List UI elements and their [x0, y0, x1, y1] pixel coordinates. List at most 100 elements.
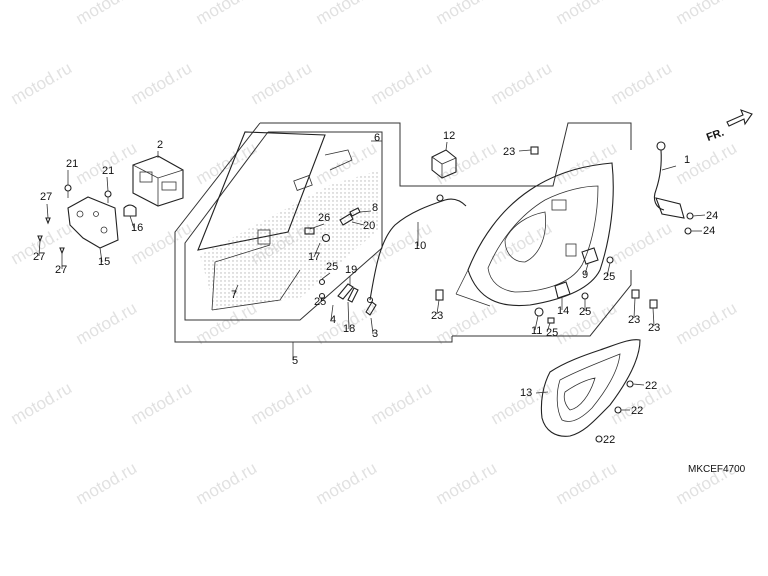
callout-label: 23: [648, 322, 660, 334]
callout-label: 10: [414, 240, 426, 252]
harness-part-1: [653, 141, 685, 219]
leader-line: [661, 165, 677, 171]
watermark-text: motod.ru: [433, 0, 501, 28]
watermark-layer: motod.ru motod.ru motod.ru motod.ru motod.ru…: [8, 0, 741, 508]
leader-line: [518, 149, 532, 152]
watermark-text: motod.ru: [73, 458, 141, 508]
leader-line: [313, 242, 321, 258]
watermark-text: motod.ru: [368, 58, 436, 108]
callout-label: 25: [603, 271, 615, 283]
callout-label: 27: [33, 251, 45, 263]
leader-line: [106, 176, 109, 192]
callout-label: 8: [372, 202, 378, 214]
callout-label: 6: [374, 132, 380, 144]
front-direction-arrow: FR.: [705, 109, 753, 144]
watermark-text: motod.ru: [73, 138, 141, 188]
watermark-text: motod.ru: [313, 458, 381, 508]
leader-line: [633, 297, 636, 319]
callout-label: 25: [326, 261, 338, 273]
assembly-frame-6: [184, 131, 383, 321]
leader-line: [652, 307, 655, 327]
watermark-text: motod.ru: [73, 0, 141, 28]
callout-label: 21: [102, 165, 114, 177]
watermark-text: motod.ru: [553, 0, 621, 28]
callout-label: 21: [66, 158, 78, 170]
callout-label: 23: [503, 146, 515, 158]
watermark-text: motod.ru: [8, 378, 76, 428]
callout-label: 19: [345, 264, 357, 276]
callout-label: 25: [314, 296, 326, 308]
watermark-text: motod.ru: [488, 58, 556, 108]
callout-label: 23: [628, 314, 640, 326]
leader-line: [546, 322, 551, 333]
watermark-text: motod.ru: [193, 138, 261, 188]
callout-label: 17: [308, 251, 320, 263]
watermark-text: motod.ru: [8, 58, 76, 108]
leader-line: [535, 391, 549, 394]
control-unit-part-2: [132, 155, 184, 207]
leader-line: [320, 298, 323, 302]
watermark-text: motod.ru: [193, 458, 261, 508]
leader-line: [330, 304, 334, 321]
leader-line: [38, 240, 41, 257]
callout-label: 27: [55, 264, 67, 276]
watermark-text: motod.ru: [673, 138, 741, 188]
leader-line: [347, 301, 350, 330]
leader-line: [99, 247, 103, 263]
bracket-part-15: [67, 196, 119, 249]
leader-line: [692, 214, 706, 217]
watermark-text: motod.ru: [433, 458, 501, 508]
callout-label: 16: [131, 222, 143, 234]
leader-line: [233, 284, 239, 295]
callout-label: 25: [579, 306, 591, 318]
callout-label: 3: [372, 328, 378, 340]
inner-panel: [455, 162, 614, 307]
leader-line: [445, 141, 448, 151]
callout-label: 11: [531, 325, 542, 337]
callout-label: 24: [706, 210, 718, 222]
leader-line: [584, 263, 589, 275]
callout-label: 22: [645, 380, 657, 392]
watermark-text: motod.ru: [368, 378, 436, 428]
assembly-frame-5-left: [174, 122, 453, 343]
leader-line: [436, 299, 440, 315]
watermark-text: motod.ru: [608, 58, 676, 108]
leader-line: [359, 210, 372, 213]
callout-label: 25: [546, 327, 558, 339]
callout-label: 22: [631, 405, 643, 417]
callout-label: 23: [431, 310, 443, 322]
callout-label: 22: [603, 434, 615, 446]
callout-labels: 1234567891011121314151617181920212122222…: [33, 130, 718, 446]
tray-part-13: [540, 339, 641, 437]
callout-label: 4: [330, 314, 336, 326]
front-direction-label: FR.: [705, 127, 726, 144]
watermark-text: motod.ru: [313, 0, 381, 28]
leader-line: [309, 223, 325, 230]
watermark-text: motod.ru: [553, 458, 621, 508]
callout-label: 5: [292, 355, 298, 367]
callout-label: 2: [157, 139, 163, 151]
assembly-frame-5-bottom-right: [452, 270, 632, 337]
callout-label: 20: [363, 220, 375, 232]
watermark-text: motod.ru: [128, 378, 196, 428]
watermark-text: motod.ru: [608, 218, 676, 268]
watermark-text: motod.ru: [193, 0, 261, 28]
leader-line: [46, 203, 49, 219]
callout-label: 14: [557, 305, 569, 317]
watermark-text: motod.ru: [248, 58, 316, 108]
callout-label: 7: [231, 289, 237, 301]
diagram-code: MKCEF4700: [688, 464, 746, 475]
leader-line: [351, 221, 365, 226]
assembly-frames: [174, 122, 632, 343]
watermark-text: motod.ru: [673, 0, 741, 28]
watermark-text: motod.ru: [673, 298, 741, 348]
leader-line: [129, 215, 135, 229]
callout-label: 15: [98, 256, 110, 268]
watermark-text: motod.ru: [128, 58, 196, 108]
watermark-text: motod.ru: [488, 218, 556, 268]
lid-part-7: [197, 131, 380, 311]
watermark-text: motod.ru: [73, 298, 141, 348]
leader-line: [632, 383, 645, 386]
callout-label: 9: [582, 269, 588, 281]
